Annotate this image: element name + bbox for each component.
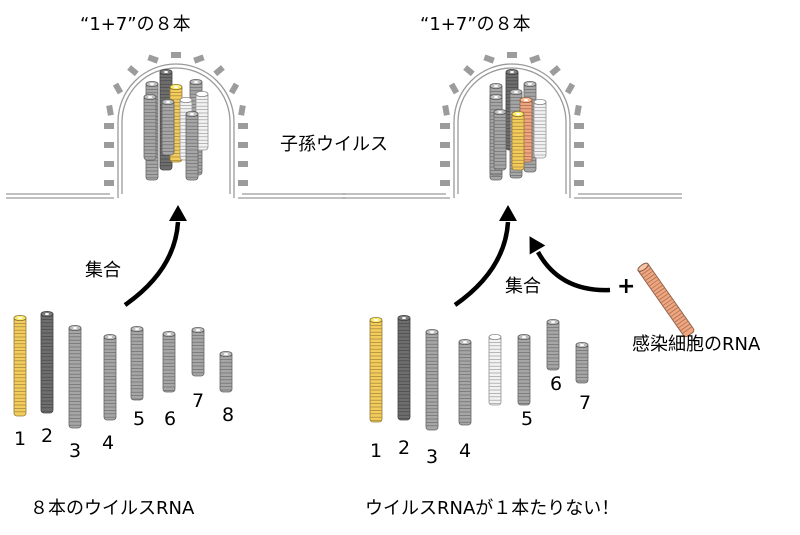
- progeny-virus-label: 子孫ウイルス: [280, 134, 388, 155]
- rna-segment-2: [40, 310, 54, 414]
- right-assembly-label: 集合: [505, 276, 541, 297]
- host-rna-label: 感染細胞のRNA: [632, 334, 761, 355]
- segment-number: 5: [520, 408, 534, 430]
- membrane-spike-icon: [574, 142, 584, 148]
- membrane-spike-icon: [529, 54, 541, 64]
- membrane-spike-icon: [440, 123, 450, 129]
- membrane-spike-icon: [440, 142, 450, 148]
- rna-segment: [458, 338, 472, 426]
- right-caption: ウイルスRNAが１本たりない！: [365, 498, 620, 519]
- membrane-spike-icon: [112, 82, 124, 95]
- membrane-spike-icon: [564, 82, 576, 95]
- rna-segment-7: [191, 326, 205, 377]
- packaged-rna-segment: [493, 109, 507, 171]
- assembly-arrow-icon: [453, 205, 517, 307]
- right-title: “1+7”の８本: [420, 14, 531, 35]
- membrane-spike-icon: [104, 161, 114, 167]
- membrane-spike-icon: [448, 82, 460, 95]
- rna-segment: [369, 316, 383, 423]
- left-virion-envelope: [6, 52, 346, 199]
- membrane-spike-icon: [574, 161, 584, 167]
- segment-number: 6: [163, 408, 177, 430]
- membrane-spike-icon: [171, 52, 181, 58]
- segment-number: 1: [369, 440, 383, 462]
- rna-segment: [575, 341, 589, 384]
- membrane-spike-icon: [507, 52, 517, 58]
- membrane-spike-icon: [104, 142, 114, 148]
- segment-number: 8: [221, 404, 235, 426]
- host-rna-arrow-icon: [529, 236, 611, 293]
- rna-segment: [546, 318, 560, 371]
- assembly-arrow-icon: [123, 205, 187, 307]
- packaged-rna-segment: [143, 94, 157, 161]
- rna-segment: [488, 333, 502, 406]
- membrane-spike-icon: [238, 161, 248, 167]
- membrane-spike-icon: [463, 65, 475, 77]
- rna-segment-6: [162, 330, 176, 393]
- segment-number: 2: [40, 425, 54, 447]
- segment-number: 1: [13, 428, 27, 450]
- rna-segment-5: [130, 325, 144, 401]
- rna-segment: [517, 333, 531, 406]
- rna-segment: [425, 328, 439, 431]
- membrane-spike-icon: [574, 180, 584, 186]
- packaged-rna-segment: [161, 99, 175, 156]
- membrane-spike-icon: [228, 82, 240, 95]
- segment-number: 5: [132, 408, 146, 430]
- membrane-spike-icon: [147, 54, 159, 64]
- membrane-spike-icon: [193, 54, 205, 64]
- membrane-spike-icon: [104, 123, 114, 129]
- membrane-spike-icon: [574, 123, 584, 129]
- left-assembly-label: 集合: [85, 260, 121, 281]
- packaged-rna-segment: [185, 111, 199, 181]
- plus-sign: +: [617, 274, 636, 299]
- segment-number: 4: [458, 440, 472, 462]
- membrane-spike-icon: [238, 180, 248, 186]
- membrane-spike-icon: [238, 123, 248, 129]
- segment-number: 7: [191, 390, 205, 412]
- membrane-spike-icon: [238, 142, 248, 148]
- segment-number: 6: [549, 373, 563, 395]
- membrane-spike-icon: [549, 65, 561, 77]
- left-caption: ８本のウイルスRNA: [30, 498, 195, 519]
- right-virion-envelope: [342, 52, 682, 199]
- membrane-spike-icon: [106, 104, 114, 116]
- rna-segment: [397, 314, 411, 421]
- membrane-spike-icon: [104, 180, 114, 186]
- membrane-spike-icon: [574, 104, 582, 116]
- packaged-rna-segment: [511, 111, 525, 171]
- membrane-spike-icon: [483, 54, 495, 64]
- segment-number: 3: [425, 446, 439, 468]
- packaged-rna-segment: [533, 99, 547, 159]
- left-title: “1+7”の８本: [80, 14, 191, 35]
- membrane-spike-icon: [440, 161, 450, 167]
- membrane-spike-icon: [213, 65, 225, 77]
- membrane-spike-icon: [238, 104, 246, 116]
- segment-number: 7: [578, 392, 592, 414]
- membrane-spike-icon: [442, 104, 450, 116]
- membrane-spike-icon: [127, 65, 139, 77]
- segment-number: 2: [397, 437, 411, 459]
- membrane-spike-icon: [440, 180, 450, 186]
- host-cell-rna: [637, 262, 695, 338]
- segment-number: 4: [101, 432, 115, 454]
- segment-number: 3: [68, 440, 82, 462]
- rna-segment-4: [103, 333, 117, 421]
- rna-segment-3: [68, 324, 82, 429]
- rna-segment-1: [13, 314, 27, 417]
- rna-segment-8: [219, 350, 233, 393]
